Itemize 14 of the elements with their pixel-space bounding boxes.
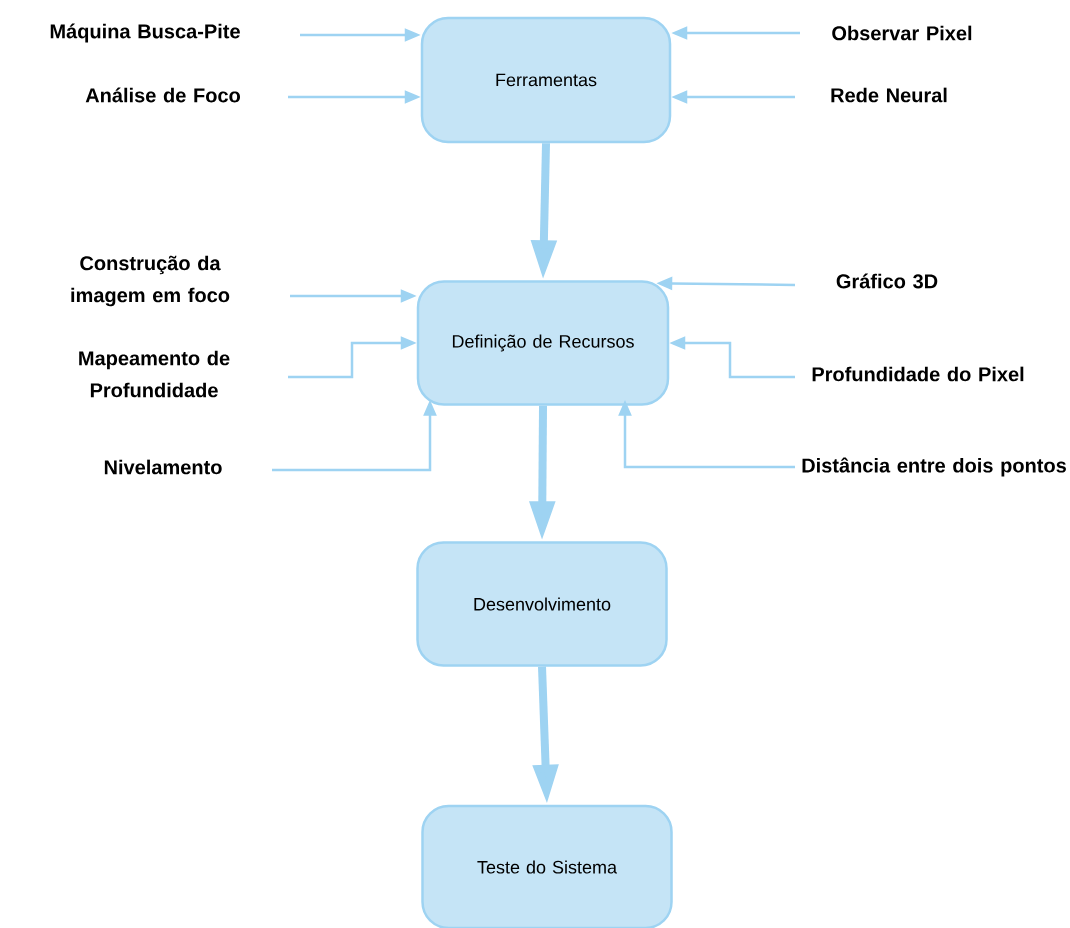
process-box: Definição de Recursos: [416, 280, 670, 406]
input-label: Análise de Foco: [85, 87, 240, 103]
input-label: Gráfico 3D: [836, 273, 938, 289]
process-box: Desenvolvimento: [416, 541, 668, 667]
input-label: Nivelamento: [104, 459, 222, 475]
input-label: Máquina Busca-Pite: [50, 23, 240, 43]
process-box: Ferramentas: [420, 16, 672, 144]
process-box: Teste do Sistema: [421, 804, 673, 928]
input-label: Construção da imagem em foco: [71, 255, 230, 307]
input-label: Profundidade do Pixel: [812, 366, 1024, 382]
input-label: Rede Neural: [831, 87, 947, 103]
input-label: Mapeamento de Profundidade: [79, 350, 230, 398]
input-label: Observar Pixel: [832, 25, 972, 41]
input-label: Distância entre dois pontos: [802, 457, 1066, 477]
